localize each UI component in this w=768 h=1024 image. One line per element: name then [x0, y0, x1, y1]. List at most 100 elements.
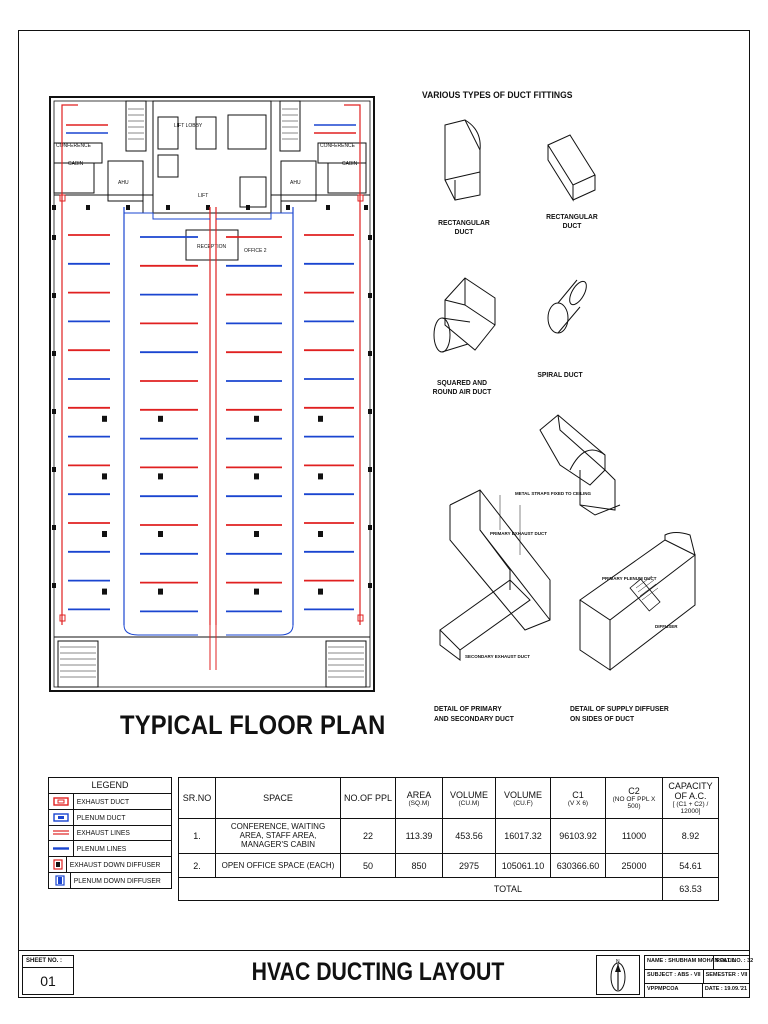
callout-primary-plenum: PRIMARY PLENUM DUCT: [602, 576, 657, 581]
legend-item: EXHAUST DUCT: [49, 794, 171, 810]
plenum-lines-icon: [49, 841, 74, 857]
column: [286, 205, 290, 210]
diffuser-marker: [254, 531, 259, 537]
room-label-conference-right: CONFERENCE: [320, 143, 356, 149]
table-header-row: SR.NO SPACE NO.OF PPL AREA(SQ.M) VOLUME(…: [178, 777, 719, 819]
total-label: TOTAL: [178, 877, 663, 901]
room-label-ahu-right: AHU: [290, 180, 301, 186]
header-srno: SR.NO: [178, 777, 216, 819]
table-row: 1. CONFERENCE, WAITING AREA, STAFF AREA,…: [178, 818, 719, 854]
primary-secondary-duct-icon: [439, 489, 551, 661]
diffuser-marker: [318, 415, 323, 422]
column: [326, 205, 330, 210]
label-squared-round-duct: SQUARED AND ROUND AIR DUCT: [432, 378, 492, 396]
plenum-duct-icon: [49, 809, 74, 825]
room-label-reception: RECEPTION: [197, 244, 227, 250]
table-row: 2. OPEN OFFICE SPACE (EACH) 50 850 2975 …: [178, 852, 719, 879]
room-label-ahu-left: AHU: [118, 180, 129, 186]
legend-item: PLENUM LINES: [49, 841, 171, 858]
legend-item: PLENUM DOWN DIFFUSER: [49, 872, 171, 888]
legend-box: LEGEND EXHAUST DUCT PLENUM DUCT EXHAUST …: [48, 777, 172, 889]
exhaust-duct-icon: [49, 794, 74, 809]
exhaust-diffuser-icon: [49, 857, 68, 872]
column: [52, 205, 56, 210]
semester: SEMESTER : VII: [705, 972, 748, 978]
diffuser-marker: [158, 588, 163, 595]
rectangular-elbow-icon: [444, 119, 481, 201]
diffuser-marker: [318, 473, 323, 480]
diffuser-marker: [102, 588, 107, 595]
duct-tee-icon: [539, 414, 621, 516]
callout-metal-straps: METAL STRAPS FIXED TO CEILING: [515, 491, 592, 496]
column: [52, 583, 56, 588]
north-label: N: [616, 959, 620, 965]
diffuser-marker: [318, 531, 323, 537]
diffuser-marker: [158, 415, 163, 422]
header-space: SPACE: [215, 777, 341, 819]
diffuser-marker: [254, 473, 259, 480]
callout-secondary-exhaust: SECONDARY EXHAUST DUCT: [465, 654, 530, 659]
supply-diffuser-duct-icon: [579, 532, 696, 671]
column: [52, 293, 56, 298]
column: [368, 467, 372, 472]
plenum-loop: [123, 207, 294, 220]
diffuser-marker: [102, 473, 107, 480]
plenum-loop-bottom: [123, 624, 294, 636]
north-arrow-box: N: [596, 955, 640, 995]
plenum-diffuser-icon: [49, 872, 72, 888]
sheet-number: 01: [40, 973, 56, 989]
column: [166, 205, 170, 210]
date: DATE : 19.09.'21: [704, 986, 747, 992]
room-label-lift-lobby: LIFT LOBBY: [174, 123, 203, 129]
column: [368, 409, 372, 414]
room-label-cabin-right: CABIN: [342, 161, 358, 167]
diffuser-marker: [102, 415, 107, 422]
exhaust-riser: [209, 267, 217, 670]
exhaust-duct-box: [59, 194, 66, 202]
label-spiral-duct: SPIRAL DUCT: [537, 370, 583, 379]
callout-diffuser: DIFFUSER: [655, 624, 678, 629]
fittings-title: VARIOUS TYPES OF DUCT FITTINGS: [422, 90, 573, 101]
subject: SUBJECT : ABS - VII: [645, 970, 704, 983]
rectangular-duct-icon: [547, 134, 596, 202]
table-total-row: TOTAL 63.53: [178, 877, 719, 901]
column: [126, 205, 130, 210]
column: [206, 205, 210, 210]
header-area: AREA(SQ.M): [395, 777, 443, 819]
column: [52, 351, 56, 356]
duct-fittings-drawings: METAL STRAPS FIXED TO CEILING PRIMARY EX…: [433, 119, 696, 671]
diffuser-marker: [254, 415, 259, 422]
header-capacity: CAPACITY OF A.C.[ (C1 + C2) / 12000]: [662, 777, 719, 819]
exhaust-duct-box: [59, 614, 66, 622]
column: [364, 205, 368, 210]
label-rectangular-duct-1: RECTANGULAR DUCT: [438, 218, 490, 236]
exhaust-loop: [61, 104, 361, 207]
squared-round-duct-icon: [433, 277, 496, 353]
diffuser-marker: [158, 531, 163, 537]
column: [368, 351, 372, 356]
drawing-title: HVAC DUCTING LAYOUT: [251, 958, 505, 986]
exhaust-lines-icon: [49, 825, 74, 841]
column: [86, 205, 90, 210]
diffuser-marker: [254, 588, 259, 595]
header-noppl: NO.OF PPL: [340, 777, 396, 819]
sheet-number-box: SHEET NO. : 01: [22, 955, 74, 995]
legend-item: EXHAUST LINES: [49, 825, 171, 842]
sheet-number-label: SHEET NO. :: [23, 956, 73, 968]
diffuser-marker: [318, 588, 323, 595]
drawing-sheet-border: [18, 30, 750, 998]
title-block: SHEET NO. : 01 HVAC DUCTING LAYOUT N NAM…: [18, 950, 753, 999]
legend-item: EXHAUST DOWN DIFFUSER: [49, 857, 171, 873]
total-value: 63.53: [662, 877, 719, 901]
plan-walls: [49, 96, 375, 692]
plan-columns: [52, 205, 372, 588]
diffuser-marker: [158, 473, 163, 480]
north-arrow-icon: N: [610, 959, 626, 992]
column: [52, 467, 56, 472]
diffuser-marker: [102, 531, 107, 537]
column: [368, 235, 372, 240]
roll-number: ROLL NO. : 32: [716, 958, 754, 964]
label-detail-supply-diffuser: DETAIL OF SUPPLY DIFFUSER ON SIDES OF DU…: [570, 704, 669, 723]
plan-room-labels: CONFERENCE CONFERENCE CABIN CABIN AHU AH…: [56, 123, 358, 254]
